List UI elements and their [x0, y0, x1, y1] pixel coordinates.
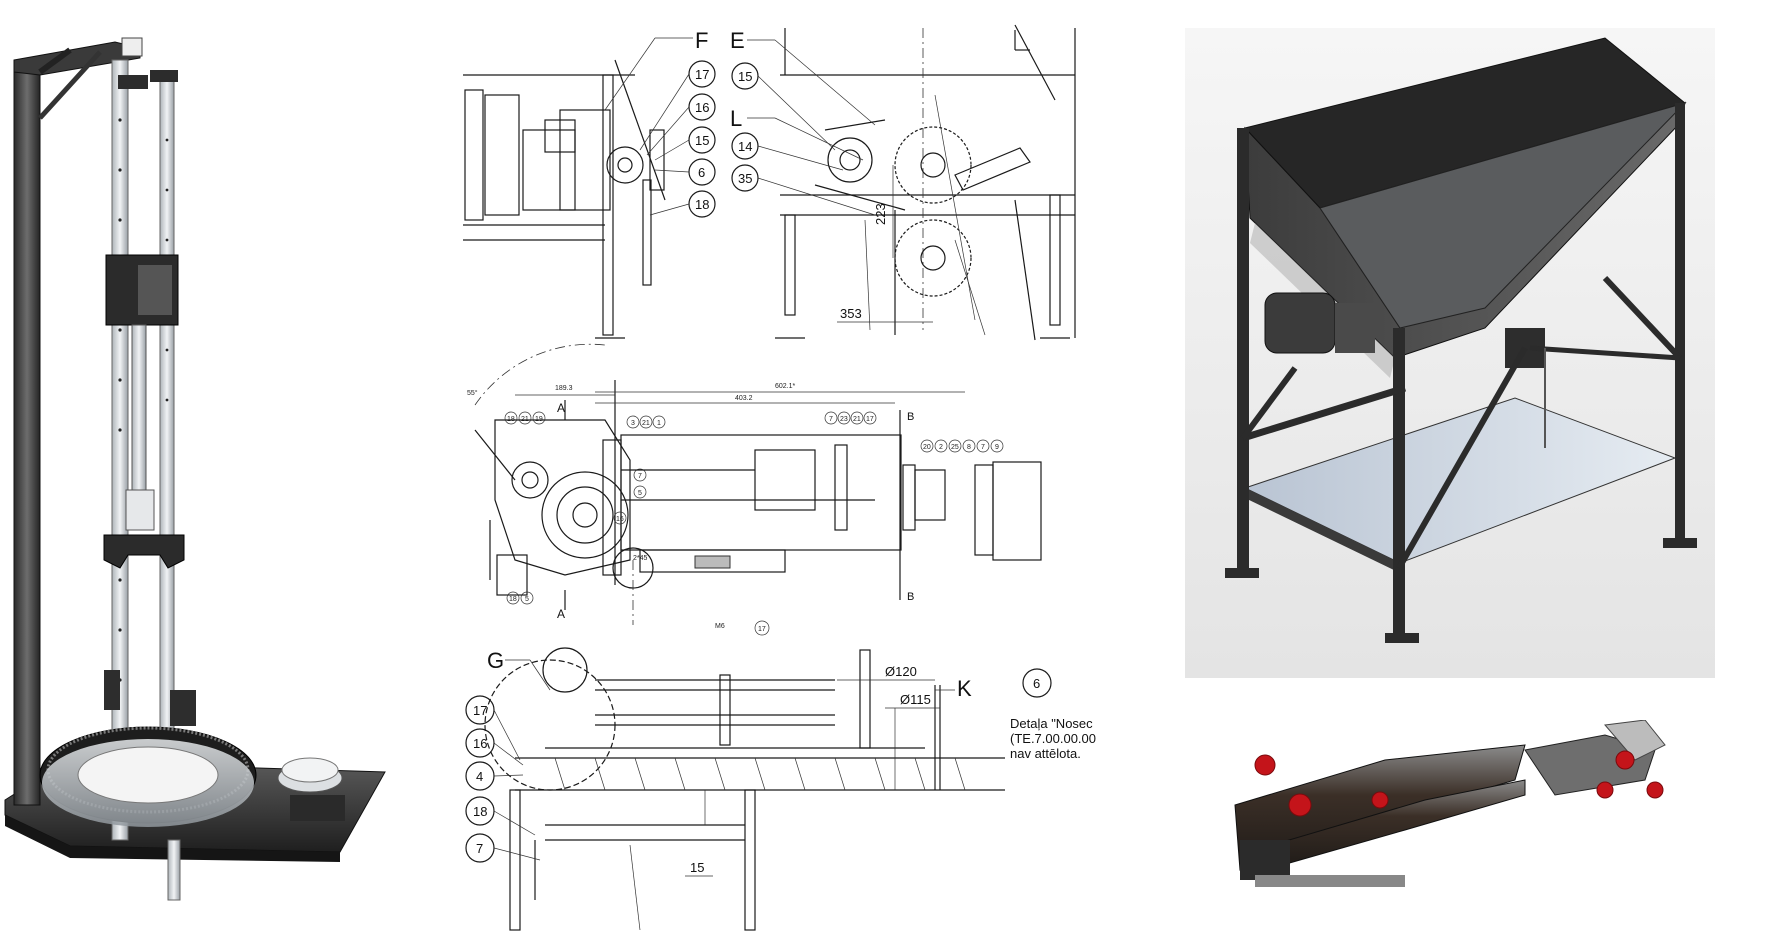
balloon-15b: 15	[738, 69, 752, 84]
section-A-top: A	[557, 401, 565, 415]
balloon-r-8: 8	[967, 444, 971, 451]
balloon-b-6: 6	[1033, 676, 1040, 691]
balloon-c-1: 1	[657, 420, 661, 427]
letter-L: L	[730, 106, 742, 131]
balloon-14: 14	[738, 139, 752, 154]
letter-F: F	[695, 28, 708, 53]
leg-front-left	[1237, 128, 1249, 578]
dim-vertical: 223	[873, 203, 888, 225]
drawing-conveyor-view: 15 Ø120 Ø115 G K 17 16 4 18 7 6 Detaļa "…	[465, 647, 1096, 931]
balloon-cr-7: 7	[829, 416, 833, 423]
balloon-side-5: 5	[638, 490, 642, 497]
note-line-1: Detaļa "Nosec	[1010, 716, 1093, 731]
leg-back-right	[1675, 103, 1685, 543]
balloons-top-right: 15 14 35	[731, 62, 876, 216]
balloons-top-left: 17 16 15 6 18	[639, 60, 716, 218]
balloon-r-20: 20	[923, 444, 931, 451]
red-knobs	[1254, 750, 1664, 817]
drawing-side-view: 602.1* 403.2 B B 3 21 1 16 7 23 21 17 20…	[595, 383, 1042, 636]
balloon-r-2: 2	[939, 444, 943, 451]
letter-E: E	[730, 28, 745, 53]
dim-overall: 602.1*	[775, 383, 796, 390]
balloon-r-25: 25	[951, 444, 959, 451]
hopper-frame-render	[1185, 28, 1715, 678]
label-m6: M6	[715, 623, 725, 630]
balloon-15: 15	[695, 133, 709, 148]
drawing-section-view: 189.3 55° A A 18 21 19 18 5 7 5 2*45	[467, 343, 648, 621]
balloon-side-7: 7	[638, 473, 642, 480]
dia-115: Ø115	[900, 692, 931, 707]
letter-K: K	[957, 676, 972, 701]
dim-horizontal: 353	[840, 306, 862, 321]
technical-drawing-sheet: 223 353 F E L 17 16 15 6 18 15 14 35	[463, 24, 1096, 931]
balloon-b-7: 7	[476, 841, 483, 856]
drive-motor	[1264, 292, 1336, 354]
balloon-c-16: 16	[616, 516, 624, 523]
balloon-cr-21: 21	[853, 416, 861, 423]
dim-inner: 403.2	[735, 395, 753, 402]
balloon-cr-17: 17	[866, 416, 874, 423]
balloon-6: 6	[698, 165, 705, 180]
balloon-35: 35	[738, 171, 752, 186]
balloon-c-21: 21	[642, 420, 650, 427]
balloon-r-9: 9	[995, 444, 999, 451]
balloon-cr-23: 23	[840, 416, 848, 423]
guide-rail-left	[111, 59, 129, 841]
guide-rail-right	[159, 79, 175, 731]
balloon-16: 16	[695, 100, 709, 115]
main-column	[13, 64, 41, 806]
leg-front-right	[1393, 328, 1405, 638]
balloon-b-17: 17	[758, 626, 766, 633]
balloon-mid-18b: 18	[509, 596, 517, 603]
balloon-17: 17	[695, 67, 709, 82]
balloon-b-4: 4	[476, 769, 483, 784]
dim-189: 189.3	[555, 385, 573, 392]
section-B-bottom: B	[907, 591, 914, 603]
balloon-b-17l: 17	[473, 703, 487, 718]
balloons-bottom-left: 17 16 4 18 7	[465, 695, 541, 863]
lower-clamp	[103, 534, 185, 569]
balloon-mid-5: 5	[525, 596, 529, 603]
balloon-r-7: 7	[981, 444, 985, 451]
balloon-b-18: 18	[473, 804, 487, 819]
section-B-top: B	[907, 411, 914, 423]
dim-15: 15	[690, 860, 704, 875]
note-line-2: (TE.7.00.00.00	[1010, 731, 1096, 746]
angle-label: 55°	[467, 389, 478, 397]
balloon-mid-18: 18	[507, 416, 515, 423]
balloon-c-3: 3	[631, 420, 635, 427]
dia-120: Ø120	[885, 664, 917, 679]
letter-G: G	[487, 648, 504, 673]
balloon-mid-21: 21	[521, 416, 529, 423]
folding-arm-render	[1234, 720, 1666, 887]
section-A-bottom: A	[557, 607, 565, 621]
rotary-column-fixture-render	[4, 37, 386, 901]
note-line-3: nav attēlota.	[1010, 746, 1081, 761]
balloon-b-16: 16	[473, 736, 487, 751]
balloon-18: 18	[695, 197, 709, 212]
balloon-mid-19: 19	[535, 416, 543, 423]
